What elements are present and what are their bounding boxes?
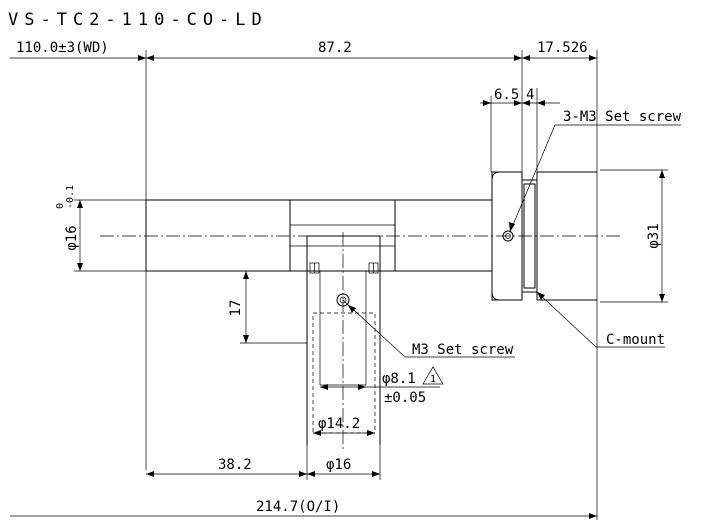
illumination-port bbox=[306, 271, 381, 445]
arrow-phi142-b bbox=[367, 430, 375, 436]
arrow-wd-end bbox=[138, 55, 146, 61]
arrow-65-a bbox=[483, 100, 491, 106]
dim-phi16-vertical: φ16 bbox=[64, 225, 80, 250]
arrow-m3 bbox=[348, 305, 356, 313]
arrow-phi142-a bbox=[313, 430, 321, 436]
dim-oi: 214.7(O/I) bbox=[256, 499, 340, 515]
dim-working-distance: 110.0±3(WD) bbox=[16, 40, 109, 56]
arrow-17526-end bbox=[589, 55, 597, 61]
dim-phi16: φ16 bbox=[326, 457, 351, 473]
arrow-87-start bbox=[146, 55, 154, 61]
dim-tol-005: ±0.05 bbox=[384, 390, 426, 406]
arrow-phi81-a bbox=[320, 384, 328, 390]
dim-length-87: 87.2 bbox=[318, 40, 352, 56]
arrow-phi16-a bbox=[307, 471, 315, 477]
dim-phi142: φ14.2 bbox=[318, 416, 360, 432]
dim-4: 4 bbox=[526, 87, 534, 103]
arrow-87-end bbox=[514, 55, 522, 61]
callout-m3-set-screw: M3 Set screw bbox=[412, 342, 514, 358]
warning-triangle bbox=[422, 366, 444, 385]
arrow-17-bottom bbox=[243, 335, 249, 343]
leader-3m3 bbox=[509, 124, 556, 233]
dim-382: 38.2 bbox=[218, 457, 252, 473]
dim-phi31: φ31 bbox=[646, 223, 662, 248]
flange-chamfer bbox=[491, 171, 501, 301]
illumination-port-top bbox=[306, 235, 381, 272]
arrow-phi16v-bottom bbox=[77, 263, 83, 271]
front-barrel bbox=[145, 199, 291, 272]
rear-barrel bbox=[394, 199, 493, 272]
dim-17: 17 bbox=[228, 300, 244, 317]
dim-65: 6.5 bbox=[494, 87, 519, 103]
arrow-phi16-b bbox=[372, 471, 380, 477]
callout-cmount: C-mount bbox=[606, 332, 665, 348]
dim-phi81: φ8.1 bbox=[382, 371, 416, 387]
dim-length-17526: 17.526 bbox=[537, 40, 588, 56]
tol-lower: -0.1 bbox=[65, 185, 76, 209]
arrow-17-top bbox=[243, 271, 249, 279]
arrow-phi31-bottom bbox=[659, 294, 665, 302]
arrow-oi-end bbox=[589, 513, 597, 519]
arrow-3m3 bbox=[509, 222, 515, 232]
callout-3m3-set-screw: 3-M3 Set screw bbox=[563, 109, 682, 125]
leader-cmount bbox=[536, 291, 597, 348]
arrow-17526-start bbox=[522, 55, 530, 61]
camera-flange bbox=[491, 171, 523, 301]
arrow-382-b bbox=[299, 471, 307, 477]
drawing-title: VS-TC2-110-CO-LD bbox=[8, 10, 268, 30]
arrow-phi81-b bbox=[358, 384, 366, 390]
arrow-382-a bbox=[146, 471, 154, 477]
arrow-phi16v-top bbox=[77, 200, 83, 208]
arrow-phi31-top bbox=[659, 170, 665, 178]
tol-upper: 0 bbox=[55, 203, 66, 209]
arrow-cmount bbox=[537, 292, 545, 300]
warning-mark: 1 bbox=[430, 374, 436, 385]
arrow-4-a bbox=[522, 100, 530, 106]
arrow-65-b bbox=[514, 100, 522, 106]
arrow-4-b bbox=[537, 100, 545, 106]
